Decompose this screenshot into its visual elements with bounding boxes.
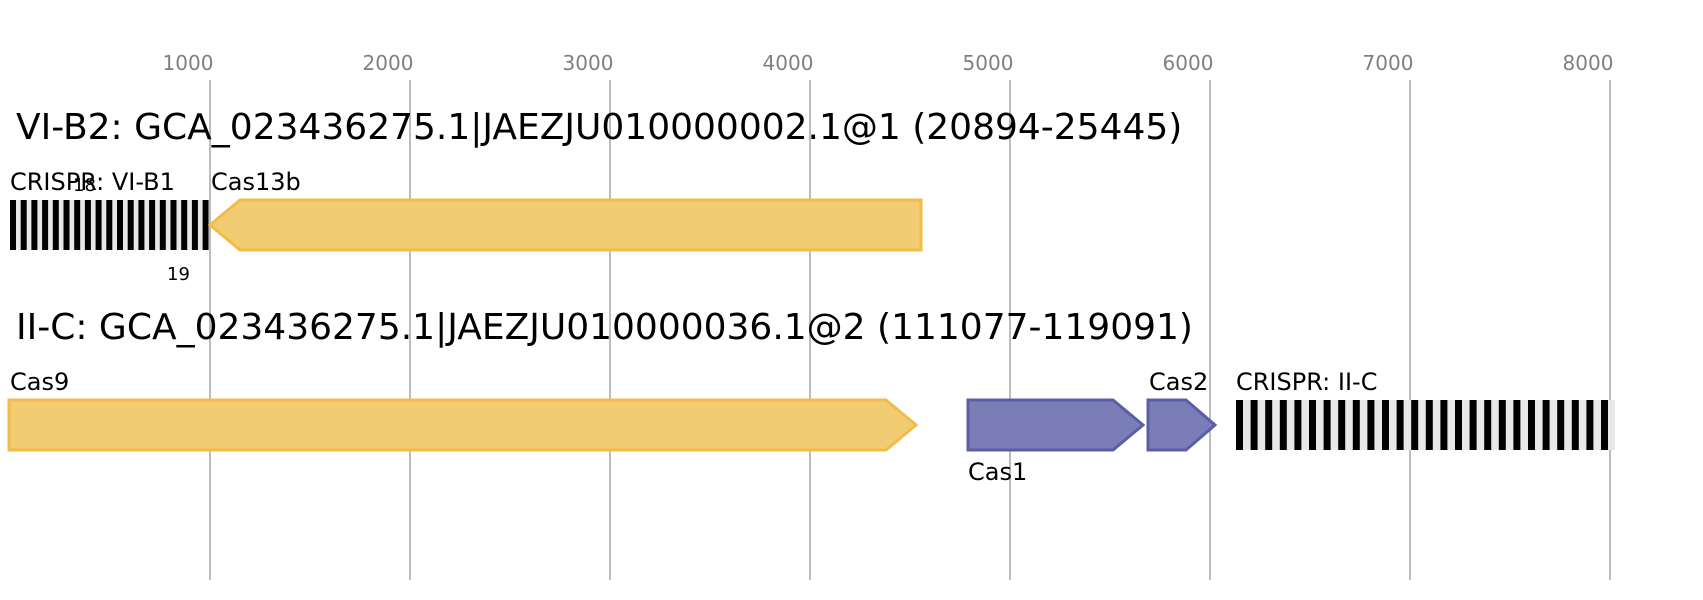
crispr-label: CRISPR: VI-B1 — [10, 168, 175, 196]
crispr-repeat-bar — [84, 200, 91, 250]
tick-label-2000: 2000 — [363, 51, 414, 75]
tick-label-6000: 6000 — [1163, 51, 1214, 75]
track-title: VI-B2: GCA_023436275.1|JAEZJU010000002.1… — [16, 107, 1182, 148]
crispr-repeat-bar — [31, 200, 38, 250]
tick-label-3000: 3000 — [563, 51, 614, 75]
crispr-repeat-bar — [1440, 400, 1448, 450]
crispr-repeat-bar — [63, 200, 70, 250]
tick-label-7000: 7000 — [1363, 51, 1414, 75]
crispr-repeat-bar — [1367, 400, 1375, 450]
gene-label-cas2: Cas2 — [1149, 368, 1208, 396]
crispr-repeat-bar — [191, 200, 198, 250]
crispr-repeat-bar — [95, 200, 102, 250]
track-vi-b2: VI-B2: GCA_023436275.1|JAEZJU010000002.1… — [10, 107, 1182, 285]
crispr-repeat-bar — [127, 200, 134, 250]
crispr-repeat-bar — [1309, 400, 1316, 450]
crispr-repeat-bar — [170, 200, 177, 250]
gene-label-cas1: Cas1 — [968, 458, 1027, 486]
crispr-repeat-bar — [1528, 400, 1535, 450]
crispr-repeat-bar — [1455, 400, 1462, 450]
gene-cas2 — [1146, 398, 1218, 452]
crispr-repeat-bar — [1425, 400, 1433, 450]
crispr-repeat-bar — [10, 200, 16, 250]
crispr-repeat-count-bottom: 19 — [167, 264, 190, 285]
crispr-repeat-bar — [1236, 400, 1243, 450]
crispr-repeat-bar — [1498, 400, 1506, 450]
crispr-repeat-bar — [42, 200, 49, 250]
crispr-array — [10, 200, 209, 250]
crispr-repeat-bar — [202, 200, 209, 250]
crispr-label: CRISPR: II-C — [1236, 368, 1377, 396]
tick-label-8000: 8000 — [1563, 51, 1614, 75]
crispr-repeat-bar — [1265, 400, 1273, 450]
crispr-repeat-bar — [1323, 400, 1331, 450]
crispr-repeat-count-top: 18 — [73, 175, 96, 196]
crispr-repeat-bar — [52, 200, 59, 250]
gene-label-cas13b: Cas13b — [211, 168, 301, 196]
crispr-array — [1236, 400, 1608, 450]
crispr-repeat-bar — [1557, 400, 1565, 450]
crispr-repeat-bar — [1571, 400, 1579, 450]
axis-ticks: 1000 2000 3000 4000 5000 6000 7000 8000 — [163, 51, 1614, 75]
crispr-repeat-bar — [74, 200, 81, 250]
crispr-repeat-bar — [1411, 400, 1419, 450]
crispr-repeat-bar — [181, 200, 188, 250]
crispr-repeat-bar — [1338, 400, 1346, 450]
gene-label-cas9: Cas9 — [10, 368, 69, 396]
crispr-repeat-bar — [1352, 400, 1360, 450]
crispr-repeat-bar — [1513, 400, 1521, 450]
crispr-repeat-bar — [1484, 400, 1492, 450]
track-title: II-C: GCA_023436275.1|JAEZJU010000036.1@… — [16, 307, 1193, 348]
crispr-repeat-bar — [20, 200, 27, 250]
crispr-repeat-bar — [149, 200, 156, 250]
grid — [209, 80, 1611, 580]
crispr-repeat-bar — [1542, 400, 1550, 450]
tick-label-5000: 5000 — [963, 51, 1014, 75]
crispr-repeat-bar — [1279, 400, 1287, 450]
crispr-repeat-bar — [138, 200, 145, 250]
crispr-repeat-bar — [117, 200, 123, 250]
crispr-repeat-bar — [1396, 400, 1404, 450]
crispr-repeat-bar — [1382, 400, 1389, 450]
track-ii-c: II-C: GCA_023436275.1|JAEZJU010000036.1@… — [7, 307, 1615, 486]
crispr-repeat-bar — [1250, 400, 1258, 450]
gene-cas13b — [207, 198, 923, 252]
crispr-repeat-bar — [1586, 400, 1594, 450]
crispr-repeat-bar — [1469, 400, 1477, 450]
tick-label-4000: 4000 — [763, 51, 814, 75]
crispr-repeat-bar — [159, 200, 166, 250]
crispr-repeat-bar — [106, 200, 113, 250]
gene-cas1 — [966, 398, 1146, 452]
crispr-repeat-bar — [1294, 400, 1302, 450]
gene-cas9 — [7, 398, 919, 452]
crispr-repeat-bar — [1601, 400, 1608, 450]
tick-label-1000: 1000 — [163, 51, 214, 75]
